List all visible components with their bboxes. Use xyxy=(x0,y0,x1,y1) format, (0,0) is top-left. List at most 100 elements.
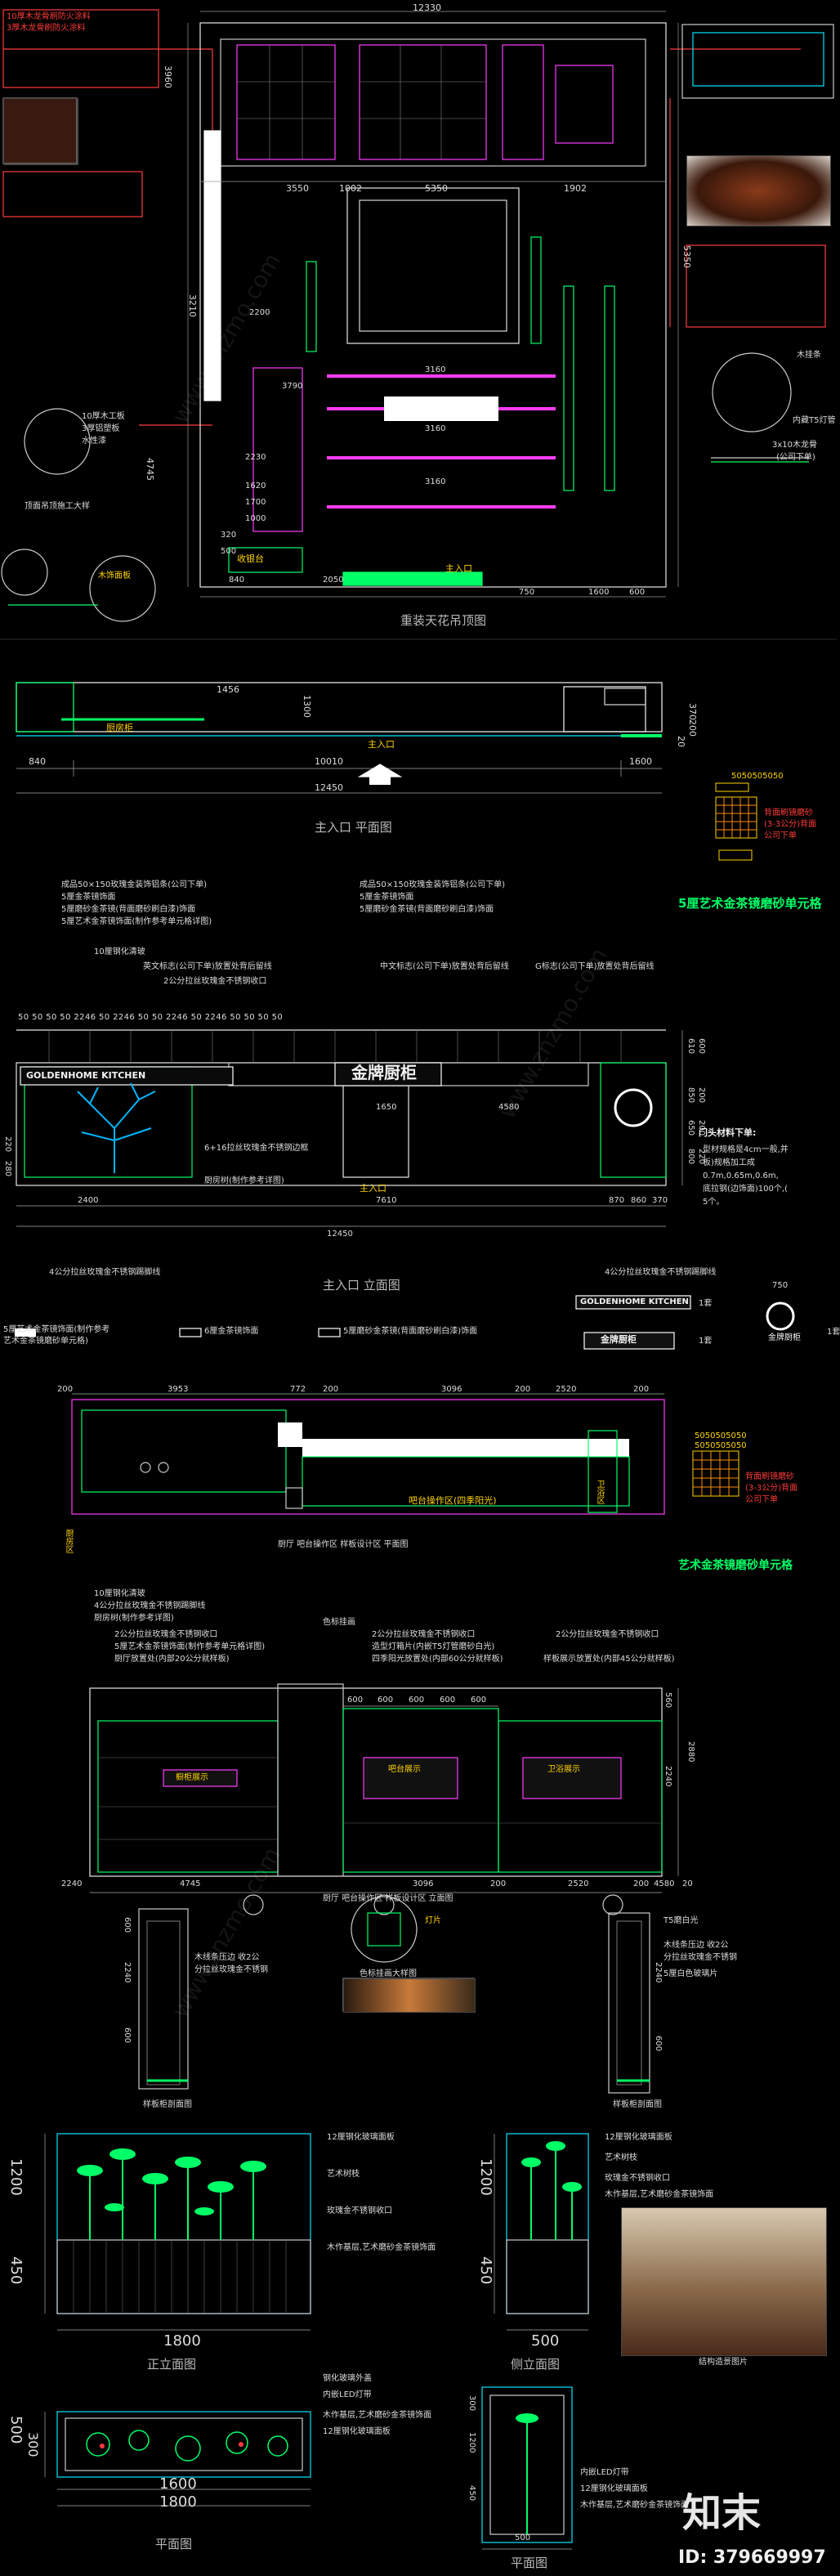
signage-line-2: 板)规格加工成 xyxy=(703,1158,755,1167)
entrance-dim-6: 1600 xyxy=(629,756,652,767)
elev1-dim-3: 2400 xyxy=(78,1196,99,1205)
display-photo xyxy=(343,1978,476,2013)
ceiling-detail-left-2: 3厚铝塑板 xyxy=(82,424,120,433)
mirror-1-caption: 5厘艺术金茶镜磨砂单元格 xyxy=(678,896,822,911)
elev2-callout-l4: 2公分拉丝玫瑰金不锈钢收口 xyxy=(114,1630,218,1639)
mirror-1-label-2: (3-3公分)背面 xyxy=(764,820,817,829)
side-bar-label: 吧台操作区(四季阳光) xyxy=(409,1495,497,1506)
tree-side-dim-w: 500 xyxy=(531,2332,560,2350)
elev1-bottom-right: 4公分拉丝玫瑰金不锈钢踢脚线 xyxy=(605,1268,717,1277)
elev1-dim-1: 1650 xyxy=(376,1103,397,1112)
section-right-note-2: 木线条压边 收2公 xyxy=(664,1941,729,1950)
side-plan-lines xyxy=(71,1393,665,1515)
elev2-dim-right-3: 2880 xyxy=(686,1741,695,1763)
entrance-main-label: 主入口 xyxy=(368,739,395,750)
section-right-note-1: T5磨白光 xyxy=(664,1916,699,1925)
ceiling-detail-red-1: 10厚木龙骨刷防火涂料 xyxy=(7,12,91,21)
section-left-dim-1: 600 xyxy=(123,1917,132,1933)
ceiling-main-entrance: 主入口 xyxy=(445,563,472,574)
legend-item-2: 6厘金茶镜饰面 xyxy=(204,1327,259,1336)
side-dim-3: 772 xyxy=(290,1385,306,1394)
elev2-callout-l1: 10厘钢化清玻 xyxy=(94,1589,145,1598)
ceiling-detail-left-1: 10厚木工板 xyxy=(82,412,125,421)
mirror-2-caption: 艺术金茶镜磨砂单元格 xyxy=(678,1559,793,1572)
side-left-label: 厨房区 xyxy=(64,1529,73,1553)
elev2-dim-mid-1: 600 xyxy=(347,1696,364,1705)
legend-item-1b: 艺术金茶镜磨砂单元格) xyxy=(3,1337,88,1346)
section-mid-caption: 色标挂画大样图 xyxy=(360,1969,417,1978)
elevation-2-lines xyxy=(89,1683,679,2094)
section-left-dim-3: 600 xyxy=(123,2027,132,2044)
entrance-dim-9: 20 xyxy=(676,736,686,747)
elev2-panel-2: 吧台展示 xyxy=(388,1765,421,1774)
elev1-callout-11: 中文标志(公司下单)放置处背后留线 xyxy=(380,962,509,971)
dim-inner-14: 750 xyxy=(519,588,535,597)
dim-inner-12: 840 xyxy=(229,576,245,585)
tree-front-caption: 正立面图 xyxy=(147,2357,197,2372)
mirror-1-grid: 5050505050 xyxy=(731,772,784,781)
elev2-dim-b6: 200 xyxy=(633,1879,650,1888)
signage-brand-en: GOLDENHOME KITCHEN xyxy=(580,1297,689,1306)
elev1-callout-4: 5厘艺术金茶镜饰面(制作参考单元格详图) xyxy=(61,917,212,926)
signage-line-3: 0.7m,0.65m,0.6m, xyxy=(703,1172,779,1180)
mirror-2-label-3: 公司下单 xyxy=(745,1495,778,1504)
elev2-callout-r1: 2公分拉丝玫瑰金不锈钢收口 xyxy=(556,1630,659,1639)
tree-plan-caption: 平面图 xyxy=(155,2537,193,2551)
section-right-note-3: 分拉丝玫瑰金不锈钢 xyxy=(664,1953,737,1962)
dim-side-b: 3210 xyxy=(187,294,198,317)
elev2-callout-l5: 5厘艺术金茶镜饰面(制作参考单元格详图) xyxy=(114,1642,266,1651)
mirror-2-label: 背面刷镜磨砂 xyxy=(745,1472,794,1481)
tree-front-note-2: 艺术树枝 xyxy=(327,2170,360,2179)
elev2-dim-b2: 4745 xyxy=(180,1879,201,1888)
side-dim-6: 200 xyxy=(515,1385,531,1394)
dim-top-total: 12330 xyxy=(413,2,441,13)
side-dim-5: 3096 xyxy=(441,1385,462,1394)
tree-plan-side-note-3: 木作基层,艺术磨砂金茶镜饰面 xyxy=(580,2501,690,2510)
elev2-dim-b8: 20 xyxy=(682,1879,693,1888)
dim-inner-13: 2050 xyxy=(323,576,344,585)
elev1-callout-8: 成品50×150玫瑰金装饰铝条(公司下单) xyxy=(360,880,505,889)
elev2-dim-b7: 4580 xyxy=(654,1879,675,1888)
elev1-callout-10: 5厘磨砂金茶镜(背面磨砂刷白漆)饰面 xyxy=(360,905,494,914)
elev2-callout-l6: 厨厅放置处(内部20公分就样板) xyxy=(114,1655,230,1664)
tree-front-note-1: 12厘钢化玻璃面板 xyxy=(327,2133,395,2142)
ceiling-counter: 收银台 xyxy=(237,553,264,564)
side-dim-4: 200 xyxy=(323,1385,339,1394)
ceiling-right-note-3: 3x10木龙骨 xyxy=(772,441,818,450)
tree-plan-dim-w1: 1600 xyxy=(159,2475,197,2493)
tree-front-dim-h1: 1200 xyxy=(7,2158,25,2196)
entrance-dim-5: 840 xyxy=(29,756,46,767)
elev1-frame-label: 6+16拉丝玫瑰金不锈钢边框 xyxy=(204,1144,309,1153)
tree-side-note-4: 木作基层,艺术磨砂金茶镜饰面 xyxy=(605,2190,714,2199)
tree-front-note-4: 木作基层,艺术磨砂金茶镜饰面 xyxy=(327,2243,436,2252)
signage-title: 门头材料下单: xyxy=(699,1127,757,1138)
entrance-dim-1: 1456 xyxy=(217,684,239,695)
elev2-dim-mid-3: 600 xyxy=(409,1696,425,1705)
elev1-dim-10: 600 xyxy=(697,1038,706,1055)
dim-inner-3: 3160 xyxy=(425,365,446,374)
section-left-caption: 样板柜剖面图 xyxy=(143,2100,192,2109)
signage-qty-3: 1套 xyxy=(827,1328,840,1337)
mirror-2-label-2: (3-3公分)背面 xyxy=(745,1484,798,1493)
tree-side-note-2: 艺术树枝 xyxy=(605,2153,637,2162)
tree-plan-lines xyxy=(44,2386,573,2550)
dim-inner-15: 1600 xyxy=(588,588,610,597)
elev2-dim-right-1: 560 xyxy=(664,1692,672,1709)
tree-plan-note-3: 木作基层,艺术磨砂金茶镜饰面 xyxy=(323,2411,432,2420)
elev1-dim-7: 370 xyxy=(652,1196,668,1205)
planter-photo xyxy=(621,2207,827,2356)
ceiling-detail-photo xyxy=(3,98,78,165)
elev1-dim-9: 610 xyxy=(686,1038,695,1055)
tree-plan-side-dim-4: 1200 xyxy=(467,2432,476,2453)
signage-brand-cn: 金牌厨柜 xyxy=(601,1334,637,1345)
elev2-panel-1: 橱柜展示 xyxy=(176,1773,208,1782)
elev2-dim-b5: 2520 xyxy=(568,1879,589,1888)
elev1-dim-8: 12450 xyxy=(327,1230,353,1239)
elev1-dims-row: 50 50 50 50 2246 50 2246 50 50 2246 50 2… xyxy=(18,1013,284,1022)
signage-line-4: 底拉钢(边饰面)100个,( xyxy=(703,1185,788,1194)
watermark-id: ID: 379669997 xyxy=(678,2547,826,2568)
elev1-bottom-left: 4公分拉丝玫瑰金不锈钢踢脚线 xyxy=(49,1268,161,1277)
signage-g-dim: 750 xyxy=(772,1281,789,1290)
elev1-dim-6: 860 xyxy=(631,1196,647,1205)
elev2-dim-mid-5: 600 xyxy=(471,1696,487,1705)
